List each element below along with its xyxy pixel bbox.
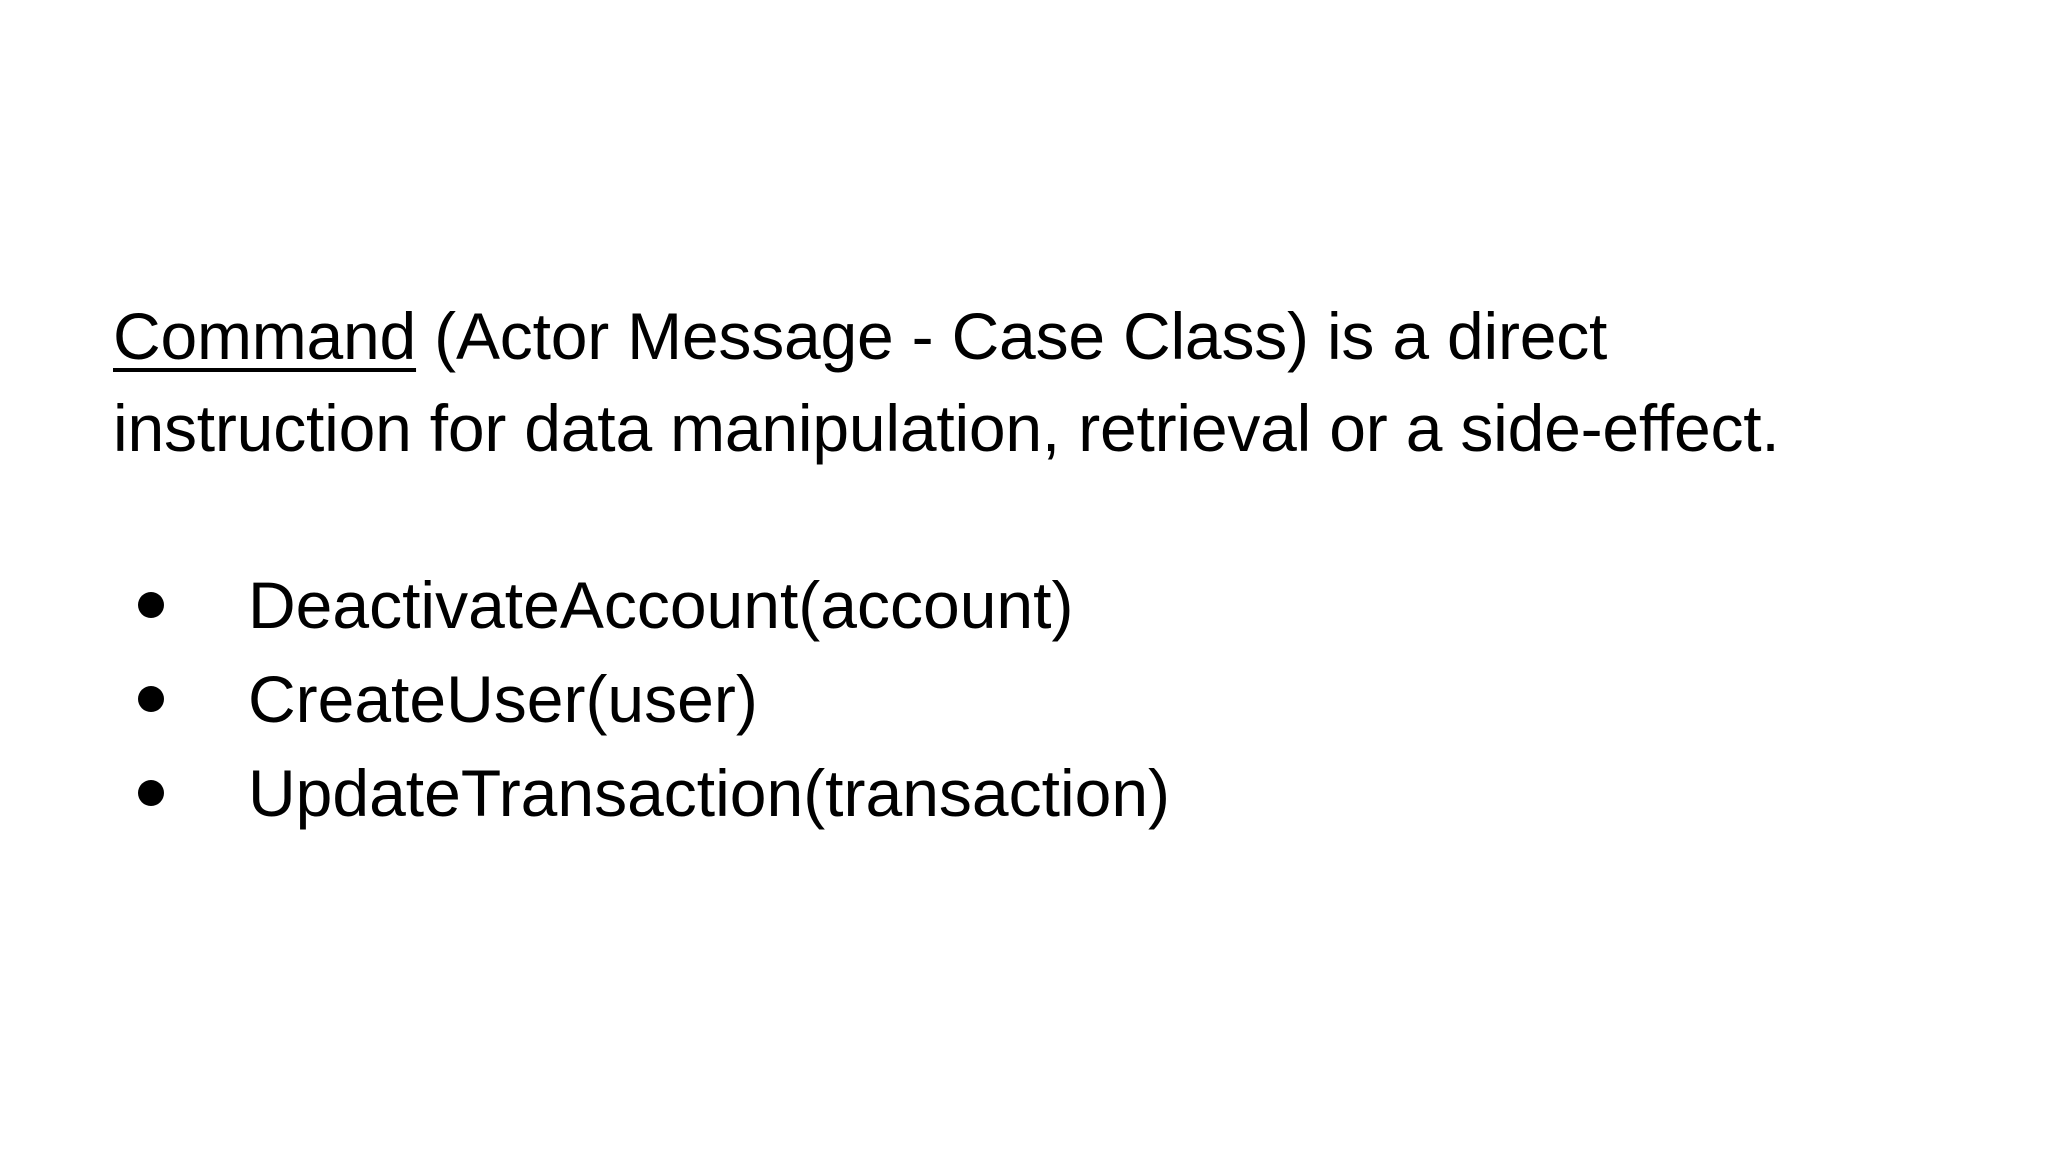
command-examples-list: DeactivateAccount(account) CreateUser(us… (138, 558, 1838, 840)
bullet-dot-icon (138, 592, 164, 618)
list-item-label: UpdateTransaction(transaction) (248, 756, 1171, 830)
list-item-label: CreateUser(user) (248, 662, 758, 736)
bullet-dot-icon (138, 686, 164, 712)
bullet-dot-icon (138, 780, 164, 806)
term-command: Command (113, 299, 417, 373)
slide-content: Command (Actor Message - Case Class) is … (113, 290, 1923, 830)
lead-paragraph: Command (Actor Message - Case Class) is … (113, 290, 1923, 474)
paragraph-rest-text: (Actor Message - Case Class) is a direct… (113, 299, 1780, 465)
list-item: DeactivateAccount(account) (138, 558, 1838, 652)
list-item-label: DeactivateAccount(account) (248, 568, 1074, 642)
list-item: UpdateTransaction(transaction) (138, 746, 1838, 840)
list-item: CreateUser(user) (138, 652, 1838, 746)
